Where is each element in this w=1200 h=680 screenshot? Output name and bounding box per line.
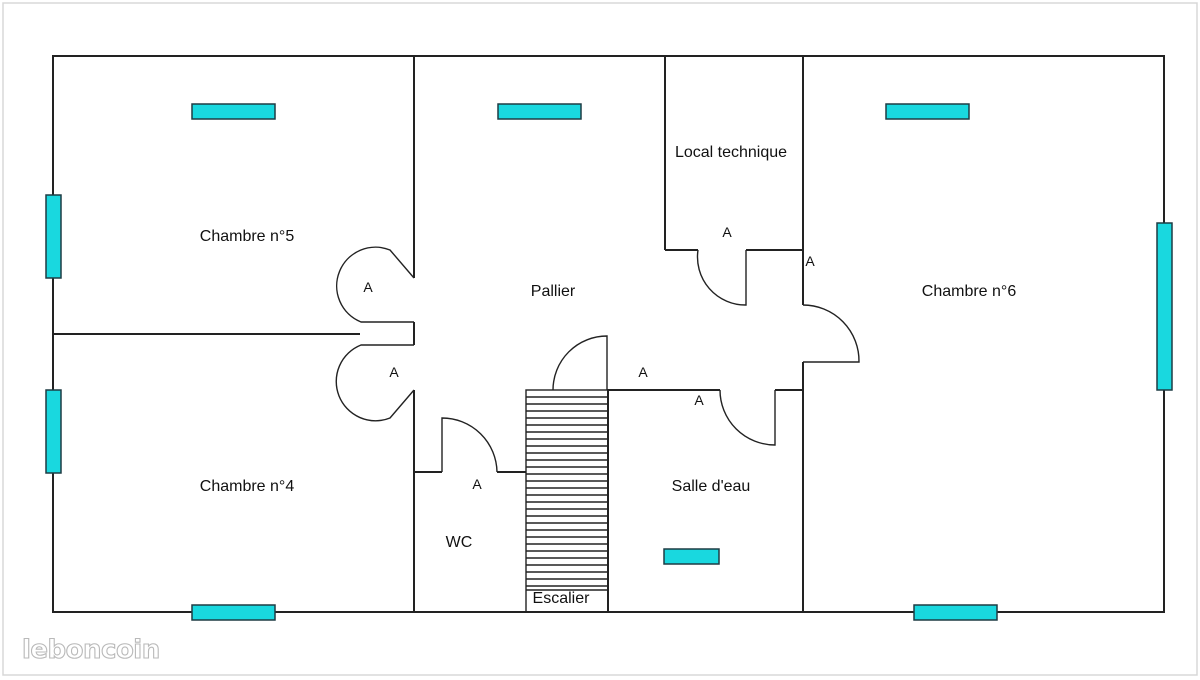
label-wc: WC: [446, 534, 473, 551]
door-marker-local: A: [722, 224, 732, 240]
label-pallier: Pallier: [531, 283, 576, 300]
window-chambre6-right: [1156, 222, 1173, 391]
label-chambre4: Chambre n°4: [200, 478, 295, 495]
door-chambre5: [335, 246, 415, 323]
door-chambre4: [335, 344, 415, 422]
door-wc: [441, 417, 498, 473]
staircase: [525, 389, 609, 613]
windows: [45, 103, 1173, 621]
room-labels: Chambre n°5 Chambre n°4 Pallier Local te…: [200, 144, 1017, 607]
window-chambre5-left: [45, 194, 62, 279]
window-salle-eau: [663, 548, 720, 565]
door-salle-eau: [719, 389, 776, 446]
door-staircase: [552, 335, 608, 391]
window-chambre4-left: [45, 389, 62, 474]
label-escalier: Escalier: [533, 590, 591, 607]
door-marker-chambre4: A: [389, 364, 399, 380]
interior-walls: [53, 56, 804, 612]
window-pallier-top: [497, 103, 582, 120]
staircase-steps: [526, 396, 608, 587]
door-marker-chambre5: A: [363, 279, 373, 295]
window-chambre5-top: [191, 103, 276, 120]
door-marker-chambre6: A: [805, 253, 815, 269]
doors: [335, 246, 860, 473]
window-chambre6-top: [885, 103, 970, 120]
door-chambre6: [802, 304, 860, 363]
door-marker-salle-eau: A: [694, 392, 704, 408]
label-chambre5: Chambre n°5: [200, 228, 295, 245]
leboncoin-watermark: leboncoin: [22, 635, 160, 665]
staircase-outline: [525, 389, 609, 613]
door-marker-wc: A: [472, 476, 482, 492]
label-local-technique: Local technique: [675, 144, 787, 161]
door-local-technique: [696, 249, 747, 306]
label-chambre6: Chambre n°6: [922, 283, 1017, 300]
door-markers: A A A A A A A: [363, 224, 815, 492]
door-marker-stair: A: [638, 364, 648, 380]
window-chambre6-bottom: [913, 604, 998, 621]
label-salle-eau: Salle d'eau: [672, 478, 751, 495]
window-chambre4-bottom: [191, 604, 276, 621]
